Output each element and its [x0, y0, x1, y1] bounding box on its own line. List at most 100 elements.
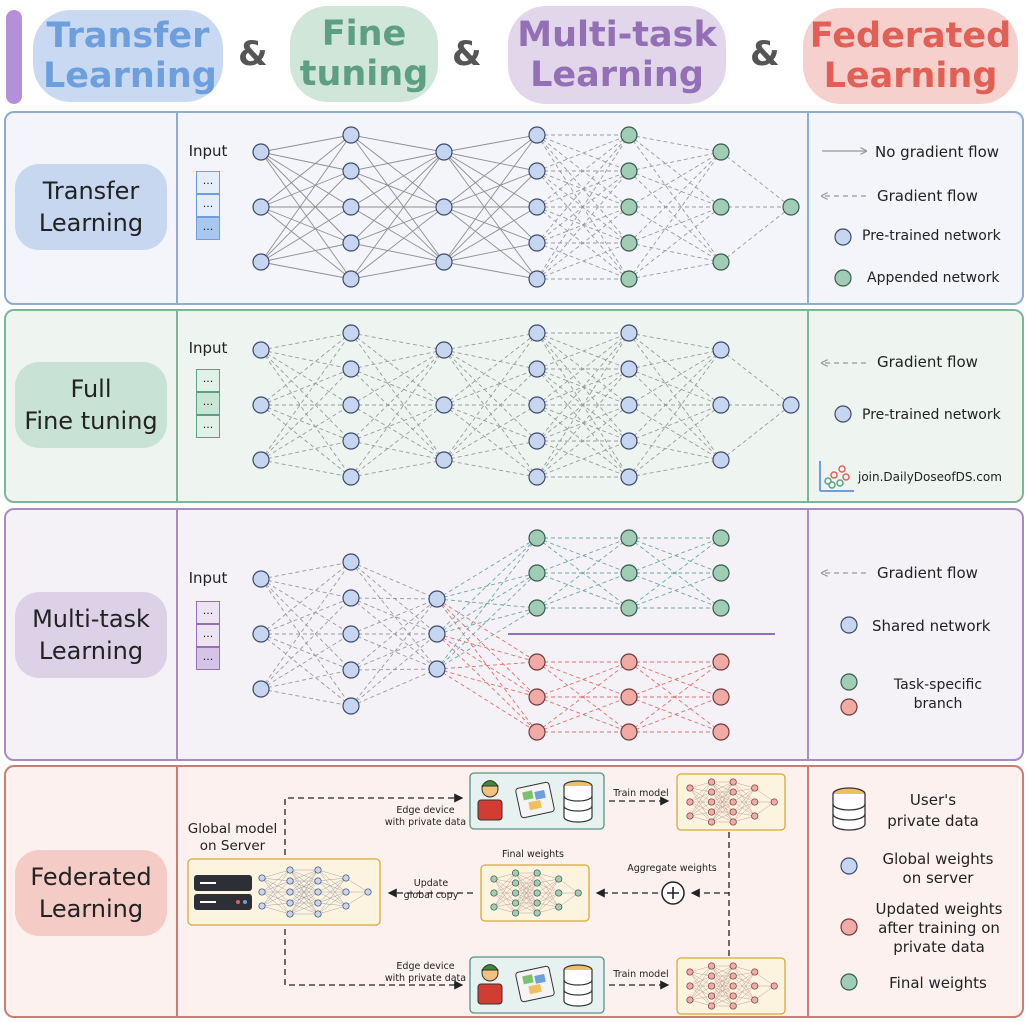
- trained-model-bottom-neuron: [708, 1002, 716, 1010]
- finetune-edge: [443, 332, 538, 351]
- plus-sign: [667, 887, 679, 899]
- trained-model-bottom-edge: [733, 999, 755, 1007]
- arrow-server-to-edge-top: [284, 793, 464, 855]
- transfer-edge: [350, 151, 445, 208]
- trained-model-bottom-edge: [689, 971, 712, 997]
- final-weights-model-edge: [537, 882, 559, 894]
- server-net-edge: [317, 891, 347, 904]
- final-weights-model-edge: [537, 872, 559, 880]
- trained-model-top-edge: [733, 781, 755, 803]
- finetune-edge: [350, 368, 445, 406]
- header-federated-text: Federated Learning: [809, 16, 1012, 96]
- transfer-edge: [443, 206, 538, 280]
- trained-model-top-neuron: [729, 788, 737, 796]
- multitask-top-edge: [436, 572, 538, 600]
- legend-task-specific-line1: Task-specific: [893, 677, 983, 693]
- legend-global-weights-line1: Global weights: [882, 850, 994, 868]
- finetune-neuron: [528, 324, 546, 342]
- finetune-neuron: [252, 451, 270, 469]
- edge-device-top: [469, 772, 605, 830]
- trained-model-top: [676, 773, 786, 831]
- multitask-task-a-neuron: [620, 529, 638, 547]
- trained-model-bottom-edge: [732, 965, 755, 1001]
- final-weights-model-neuron: [512, 869, 520, 877]
- trained-model-top-edge: [689, 781, 712, 803]
- input-label-multitask: Input: [188, 569, 228, 587]
- multitask-shared-edge: [260, 561, 352, 580]
- multitask-shared-neuron: [428, 625, 446, 643]
- trained-model-bottom-neuron: [686, 968, 694, 976]
- multitask-top-edge: [536, 537, 630, 609]
- laptop-icon: [477, 983, 503, 1005]
- legend-gradient-flow-transfer: Gradient flow: [877, 187, 978, 205]
- finetune-neuron: [620, 360, 638, 378]
- server-net-edge: [261, 902, 291, 907]
- transfer-edge: [260, 134, 352, 153]
- final-weights-model-edge: [493, 902, 516, 908]
- update-line1: Update: [413, 878, 449, 889]
- trained-model-bottom-edge: [733, 971, 755, 997]
- final-weights-model-neuron: [533, 899, 541, 907]
- server-net-edge: [261, 877, 291, 882]
- trained-model-top-edge: [733, 815, 755, 823]
- multitask-shared-edge: [260, 688, 352, 707]
- final-weights-model-neuron: [574, 889, 582, 897]
- transfer-edge: [628, 151, 722, 244]
- trained-model-top-edge: [733, 811, 755, 817]
- final-weights-model-neuron: [533, 909, 541, 917]
- legend-global-weights-line2: on server: [902, 869, 974, 887]
- trained-model-bottom-edge: [733, 971, 755, 987]
- finetune-edge: [536, 368, 630, 478]
- transfer-neuron: [342, 234, 360, 252]
- legend-task-b-dot: [840, 698, 858, 716]
- trained-model-bottom-edge: [689, 975, 712, 987]
- transfer-edge: [443, 151, 538, 280]
- finetune-edge: [536, 404, 630, 478]
- finetune-neuron: [620, 432, 638, 450]
- doc-block: [522, 790, 534, 801]
- final-weights-model-edge: [515, 902, 538, 914]
- finetune-edge: [350, 332, 445, 351]
- multitask-task-a-neuron: [528, 599, 546, 617]
- finetune-neuron: [620, 324, 638, 342]
- multitask-shared-edge: [260, 561, 352, 690]
- transfer-edge: [260, 206, 352, 280]
- final-weights-model-neuron: [490, 889, 498, 897]
- server-net-edge: [345, 877, 369, 893]
- legend-private-data-line2: private data: [887, 812, 979, 830]
- multitask-shared-edge: [350, 598, 438, 707]
- final-weights-model-edge: [515, 872, 538, 894]
- trained-model-bottom-edge: [711, 965, 734, 977]
- pill-fine-tuning-line2: Fine tuning: [24, 407, 158, 435]
- trained-model-bottom-edge: [689, 965, 712, 973]
- finetune-edge: [350, 404, 445, 478]
- transfer-neuron: [342, 198, 360, 216]
- trained-model-top-edge: [689, 801, 712, 813]
- finetune-edge: [628, 459, 722, 478]
- trained-model-bottom-edge: [689, 975, 712, 1001]
- server-net-edge: [289, 869, 319, 893]
- final-weights-model-edge: [537, 892, 559, 904]
- trained-model-top-neuron: [686, 798, 694, 806]
- trained-model-top-edge: [732, 781, 755, 817]
- finetune-neuron: [342, 468, 360, 486]
- transfer-neuron: [435, 143, 453, 161]
- multitask-bottom-edge: [436, 633, 538, 663]
- trained-model-bottom-edge: [711, 985, 734, 1007]
- person-hat-icon: [481, 964, 499, 971]
- trained-model-top-edge: [689, 781, 712, 789]
- server-net-edge: [289, 902, 319, 915]
- header-multitask-text: Multi-task Learning: [517, 15, 717, 95]
- legend-task-a-dot: [840, 673, 858, 691]
- header-multitask-learning: Multi-task Learning: [508, 6, 726, 104]
- trained-model-top-edge: [711, 801, 734, 823]
- transfer-edge: [350, 170, 445, 208]
- transfer-neuron: [528, 234, 546, 252]
- final-weights-model-neuron: [490, 875, 498, 883]
- server-net-edge: [261, 869, 291, 893]
- doc-block: [528, 799, 542, 811]
- multitask-task-a-neuron: [712, 599, 730, 617]
- doc-block: [534, 789, 546, 800]
- trained-model-top-neuron: [708, 788, 716, 796]
- final-weights-model-edge: [537, 878, 559, 904]
